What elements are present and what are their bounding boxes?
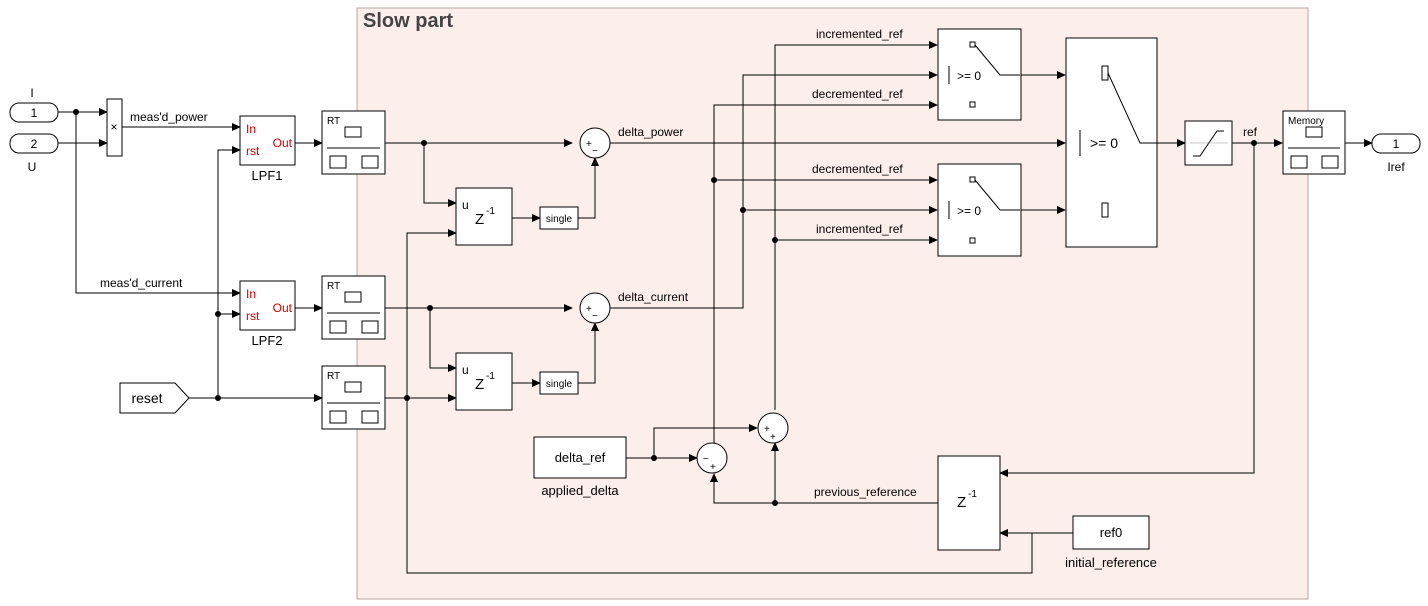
outport-name: Iref — [1387, 160, 1405, 174]
label-delta-current: delta_current — [618, 290, 689, 304]
delta-ref-caption: applied_delta — [541, 483, 619, 498]
sum-sign: − — [592, 146, 598, 157]
delay-exp: -1 — [486, 371, 495, 382]
signal-lines — [58, 41, 1373, 574]
label-incremented-ref: incremented_ref — [816, 222, 903, 236]
lpf-out-port: Out — [273, 136, 293, 150]
inport-number: 1 — [31, 106, 38, 120]
unit-delay-power[interactable]: u Z -1 — [455, 187, 513, 246]
label-decremented-ref: decremented_ref — [812, 87, 903, 101]
delta-ref-value: delta_ref — [555, 450, 606, 465]
reset-tag[interactable]: reset — [119, 382, 190, 414]
rt-label: RT — [327, 116, 340, 127]
switch-threshold: >= 0 — [1090, 135, 1118, 151]
lpf2-name: LPF2 — [251, 333, 282, 348]
single-label: single — [546, 379, 573, 390]
rate-transition-3[interactable]: RT — [321, 365, 386, 430]
delta-ref-constant[interactable]: delta_ref applied_delta — [533, 436, 627, 498]
reference-delay[interactable]: Z -1 — [937, 455, 1001, 551]
sum-increment[interactable]: + + — [757, 412, 789, 444]
delay-exp: -1 — [486, 206, 495, 217]
inport-name: I — [30, 86, 33, 100]
switch-threshold: >= 0 — [957, 204, 981, 218]
lpf-in-port: In — [246, 287, 256, 301]
unit-delay-current[interactable]: u Z -1 — [455, 352, 513, 411]
delay-z: Z — [957, 494, 966, 511]
label-meas-current: meas'd_current — [100, 276, 183, 290]
delay-exp: -1 — [968, 489, 977, 500]
lpf-in-port: In — [246, 122, 256, 136]
inport-i[interactable]: 1 I — [9, 86, 59, 123]
rt-label: RT — [327, 371, 340, 382]
product-symbol: × — [110, 120, 117, 134]
sum-sign: + — [764, 424, 770, 435]
memory-label: Memory — [1288, 116, 1324, 127]
outport-number: 1 — [1393, 137, 1400, 151]
switch-threshold: >= 0 — [957, 69, 981, 83]
rate-transition-2[interactable]: RT — [321, 275, 386, 340]
label-previous-reference: previous_reference — [814, 485, 917, 499]
lpf-rst-port: rst — [246, 144, 260, 158]
reset-label: reset — [131, 390, 162, 406]
area-title: Slow part — [363, 10, 453, 32]
rt-label: RT — [327, 281, 340, 292]
lpf1-block[interactable]: In rst Out LPF1 — [239, 115, 296, 183]
label-ref: ref — [1243, 125, 1258, 139]
convert-single-1[interactable]: single — [539, 206, 579, 230]
delay-z: Z — [475, 376, 484, 393]
label-delta-power: delta_power — [618, 125, 683, 139]
delay-u: u — [462, 198, 469, 212]
sum-sign: + — [770, 432, 776, 443]
convert-single-2[interactable]: single — [539, 371, 579, 395]
memory-block[interactable]: Memory — [1282, 110, 1346, 175]
outport-iref[interactable]: 1 Iref — [1371, 133, 1421, 174]
lpf-out-port: Out — [273, 301, 293, 315]
inport-u[interactable]: 2 U — [9, 133, 59, 174]
label-decremented-ref: decremented_ref — [812, 162, 903, 176]
rate-transition-1[interactable]: RT — [321, 110, 386, 175]
inport-number: 2 — [31, 137, 38, 151]
sum-decrement[interactable]: − + — [696, 442, 728, 474]
lpf2-block[interactable]: In rst Out LPF2 — [239, 280, 296, 348]
delay-z: Z — [475, 211, 484, 228]
sum-sign: + — [586, 304, 592, 315]
sum-delta-power[interactable]: + − — [579, 127, 611, 159]
delay-u: u — [462, 363, 469, 377]
ref0-value: ref0 — [1100, 525, 1122, 540]
saturation-block[interactable] — [1184, 120, 1233, 166]
ref0-constant[interactable]: ref0 initial_reference — [1065, 515, 1157, 570]
lpf1-name: LPF1 — [251, 168, 282, 183]
switch-main[interactable]: >= 0 — [1065, 37, 1158, 248]
sum-sign: − — [703, 454, 709, 465]
label-meas-power: meas'd_power — [130, 110, 208, 124]
switch-top[interactable]: >= 0 — [937, 28, 1022, 121]
sum-sign: + — [586, 139, 592, 150]
sum-sign: + — [710, 462, 716, 473]
product-block[interactable]: × — [106, 98, 123, 157]
lpf-rst-port: rst — [246, 309, 260, 323]
inport-name: U — [28, 160, 37, 174]
sum-delta-current[interactable]: + − — [579, 292, 611, 324]
ref0-caption: initial_reference — [1065, 555, 1157, 570]
signal-labels: meas'd_power meas'd_current delta_power … — [100, 27, 1258, 499]
switch-bottom[interactable]: >= 0 — [937, 163, 1022, 257]
label-incremented-ref: incremented_ref — [816, 27, 903, 41]
single-label: single — [546, 214, 573, 225]
sum-sign: − — [592, 311, 598, 322]
